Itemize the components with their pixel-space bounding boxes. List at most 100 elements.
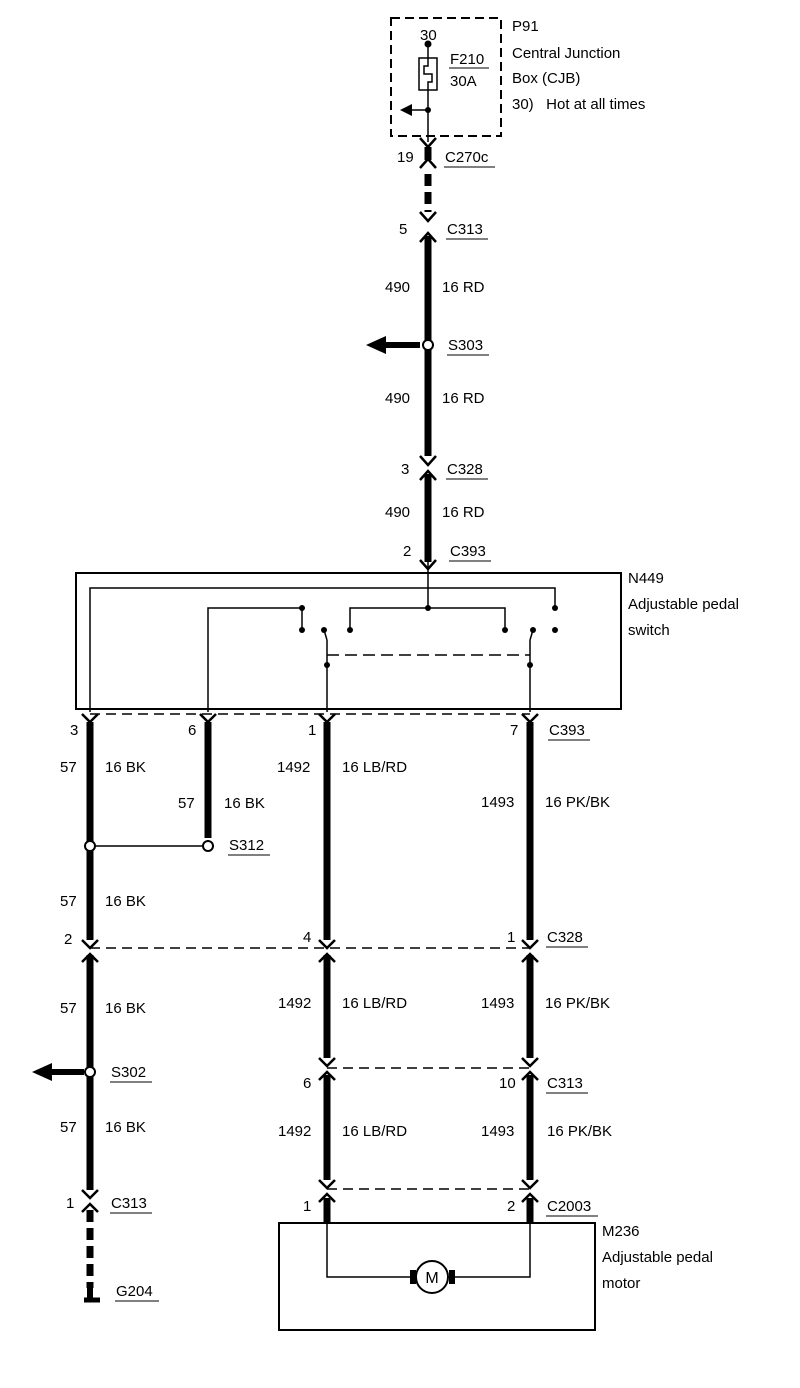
fuse-element-icon	[423, 58, 433, 90]
connector-label: C313	[111, 1195, 147, 1212]
connector-label: C2003	[547, 1198, 591, 1215]
connector-chevron-icon	[521, 1070, 539, 1081]
wire-spec: 16 PK/BK	[547, 1123, 612, 1140]
splice-branch-arrow-icon	[366, 336, 386, 354]
splice-branch-arrow-icon	[32, 1063, 52, 1081]
connector-pin: 4	[303, 929, 311, 946]
switch-circuit-pin6	[207, 607, 303, 712]
connector-c313-top: 5 C313	[399, 211, 488, 243]
motor-icon	[415, 1260, 449, 1294]
wire-spec: 16 BK	[105, 1000, 146, 1017]
splice-s312: S312	[84, 837, 270, 856]
connector-chevron-icon	[521, 713, 539, 724]
switch-contact-dot	[552, 605, 558, 611]
wire-spec: 16 BK	[105, 1119, 146, 1136]
switch-contact-dot	[347, 627, 353, 633]
wire-spec: 16 BK	[105, 759, 146, 776]
wire-circuit-number: 490	[385, 390, 410, 407]
cjb-branch-arrow-icon	[400, 104, 412, 116]
fuse-id: F210	[450, 51, 484, 68]
cjb-name-line2: Box (CJB)	[512, 70, 580, 87]
connector-chevron-icon	[318, 1057, 336, 1068]
adjustable-pedal-motor: M M236 Adjustable pedal motor	[278, 1222, 713, 1331]
wire-spec: 16 BK	[224, 795, 265, 812]
connector-pin: 2	[403, 543, 411, 560]
wire-circuit-number: 57	[178, 795, 195, 812]
wire-circuit-number: 1493	[481, 794, 514, 811]
wire-circuit-number: 57	[60, 1000, 77, 1017]
connector-c2003: 1 2 C2003	[303, 1179, 598, 1217]
connector-chevron-icon	[318, 1070, 336, 1081]
ground-g204: G204	[84, 1283, 159, 1303]
connector-c393-top: 2 C393	[403, 543, 491, 571]
connector-chevron-icon	[318, 952, 336, 963]
wire-circuit-number: 57	[60, 759, 77, 776]
wire-spec: 16 RD	[442, 504, 485, 521]
connector-pin: 6	[188, 722, 196, 739]
connector-label: C328	[547, 929, 583, 946]
switch-contact-dot	[530, 627, 536, 633]
splice-label: S312	[229, 837, 264, 854]
connector-chevron-icon	[81, 1189, 99, 1200]
wire-circuit-number: 1492	[278, 995, 311, 1012]
connector-pin: 3	[401, 461, 409, 478]
wire-circuit-number: 1493	[481, 995, 514, 1012]
connector-c328-top: 3 C328	[401, 455, 488, 481]
connector-pin: 3	[70, 722, 78, 739]
connector-chevron-icon	[419, 157, 437, 169]
connector-c328-lower: 2 4 1 C328	[64, 929, 588, 963]
connector-label: C393	[549, 722, 585, 739]
wire-circuit-number: 57	[60, 1119, 77, 1136]
wire-circuit-number: 1492	[277, 759, 310, 776]
cjb-note: 30) Hot at all times	[512, 96, 645, 113]
adjustable-pedal-switch: N449 Adjustable pedal switch	[75, 570, 739, 712]
wire-circuit-number: 490	[385, 279, 410, 296]
wire-circuit-number: 1493	[481, 1123, 514, 1140]
switch-contact-dot	[502, 627, 508, 633]
connector-chevron-icon	[81, 713, 99, 724]
wire-spec: 16 PK/BK	[545, 995, 610, 1012]
switch-contact-dot	[299, 605, 305, 611]
wire-spec: 16 PK/BK	[545, 794, 610, 811]
wire-spec: 16 BK	[105, 893, 146, 910]
connector-pin: 1	[507, 929, 515, 946]
connector-pin: 2	[507, 1198, 515, 1215]
connector-chevron-icon	[521, 1192, 539, 1203]
splice-label: S302	[111, 1064, 146, 1081]
switch-name-line1: Adjustable pedal	[628, 596, 739, 613]
connector-pin: 19	[397, 149, 414, 166]
connector-chevron-icon	[318, 713, 336, 724]
fuse-pin-number: 30	[420, 27, 437, 44]
connector-chevron-icon	[318, 939, 336, 950]
connector-chevron-icon	[419, 137, 437, 149]
connector-label: C393	[450, 543, 486, 560]
splice-dot	[422, 339, 434, 351]
switch-circuit-pin3	[89, 587, 556, 712]
connector-pin: 1	[308, 722, 316, 739]
connector-pin: 5	[399, 221, 407, 238]
switch-contact-dot	[552, 627, 558, 633]
wire-spec: 16 RD	[442, 279, 485, 296]
connector-chevron-icon	[521, 1057, 539, 1068]
cjb-dashed-outline	[390, 17, 502, 137]
wire-spec: 16 LB/RD	[342, 995, 407, 1012]
motor-id: M236	[602, 1223, 640, 1240]
ground-label: G204	[116, 1283, 153, 1300]
connector-chevron-icon	[81, 1202, 99, 1213]
connector-label: C270c	[445, 149, 489, 166]
wire-spec: 16 RD	[442, 390, 485, 407]
connector-label: C313	[447, 221, 483, 238]
connector-label: C313	[547, 1075, 583, 1092]
connector-pin: 10	[499, 1075, 516, 1092]
motor-brush-right	[449, 1270, 455, 1284]
motor-circuit	[455, 1223, 531, 1278]
connector-pin: 1	[303, 1198, 311, 1215]
splice-s303: S303	[366, 336, 489, 356]
connector-pin: 6	[303, 1075, 311, 1092]
connector-chevron-icon	[81, 939, 99, 950]
connector-pin: 2	[64, 931, 72, 948]
motor-brush-left	[410, 1270, 416, 1284]
switch-power-bus	[349, 607, 506, 630]
connector-chevron-icon	[419, 559, 437, 571]
